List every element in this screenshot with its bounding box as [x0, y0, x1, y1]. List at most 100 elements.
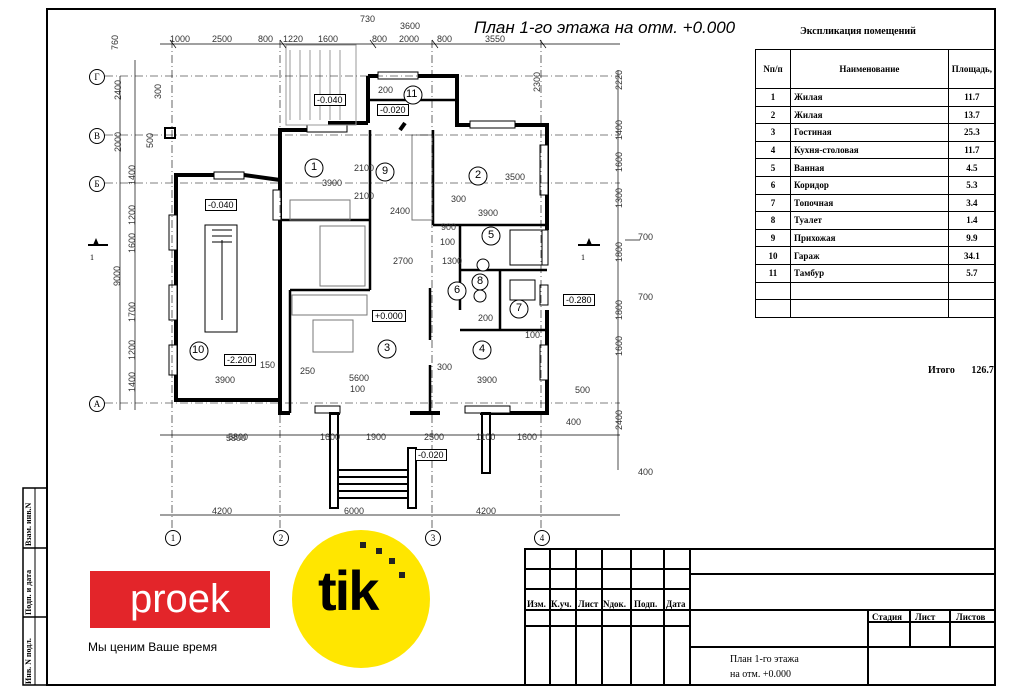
dimension-label: 9000	[112, 265, 122, 286]
tik-logo-text: tik	[318, 559, 379, 622]
dimension-label: 1600	[320, 432, 341, 442]
dimension-label: 2300	[532, 71, 542, 92]
dimension-label: 500	[145, 132, 155, 148]
stamp-sheet: Лист	[915, 612, 936, 622]
level-mark: +0.000	[372, 310, 406, 322]
dimension-label: 3900	[477, 375, 498, 385]
dimension-label: 250	[300, 366, 316, 376]
dimension-label: 5800	[226, 433, 247, 443]
level-mark: -0.280	[563, 294, 595, 306]
dimension-label: 700	[638, 292, 654, 302]
stamp-col-list: Лист	[578, 599, 599, 609]
axis-a: А	[89, 396, 105, 412]
dimension-label: 5600	[349, 373, 370, 383]
cell-area: 25.3	[947, 123, 997, 142]
cell-name: Ванная	[790, 158, 949, 177]
sheet-title-line1: План 1-го этажа	[730, 654, 799, 665]
level-mark: -2.200	[224, 354, 256, 366]
room-11-label: 11	[406, 88, 418, 100]
dimension-label: 300	[437, 362, 453, 372]
explication-title: Экспликация помещений	[800, 26, 916, 37]
stamp-col-kuch: К.уч.	[551, 599, 572, 609]
dimension-label: 3900	[322, 178, 343, 188]
total-row: Итого 126.7	[928, 365, 994, 376]
stamp-stage: Стадия	[872, 612, 903, 622]
axis-1: 1	[165, 530, 181, 546]
side-label-sign: Подп. и дата	[24, 569, 33, 615]
total-value: 126.7	[971, 365, 994, 376]
dimension-label: 3900	[215, 375, 236, 385]
dimension-label: 730	[360, 14, 376, 24]
room-2-label: 2	[475, 169, 482, 181]
sheet-frame	[46, 8, 996, 686]
sheet-title: План 1-го этажа на отм. +0.000	[730, 652, 799, 682]
title-block	[524, 548, 996, 686]
dimension-label: 800	[437, 34, 453, 44]
dimension-label: 1900	[366, 432, 387, 442]
cell-num: 1	[755, 88, 791, 107]
dimension-label: 1400	[614, 119, 624, 140]
axis-g: Г	[89, 69, 105, 85]
stamp-sheets: Листов	[956, 612, 986, 622]
cell-area: 4.5	[947, 158, 997, 177]
dimension-label: 150	[260, 360, 276, 370]
col-name: Наименование	[790, 49, 949, 89]
dimension-label: 1200	[127, 339, 137, 360]
dimension-label: 2400	[390, 206, 411, 216]
room-9-label: 9	[382, 165, 389, 177]
cell-num: 3	[755, 123, 791, 142]
dimension-label: 4200	[476, 506, 497, 516]
room-1-label: 1	[311, 161, 318, 173]
axis-2: 2	[273, 530, 289, 546]
cell-num: 8	[755, 211, 791, 230]
cell-name: Топочная	[790, 193, 949, 213]
dimension-label: 100	[525, 330, 541, 340]
dimension-label: 2000	[399, 34, 420, 44]
dimension-label: 400	[566, 417, 582, 427]
cell-name: Коридор	[790, 175, 949, 195]
level-mark: -0.020	[377, 104, 409, 116]
cell-name: Прихожая	[790, 228, 949, 248]
room-8-label: 8	[477, 275, 484, 287]
cell-area: 13.7	[947, 105, 997, 125]
section-mark-left: 1	[90, 253, 94, 262]
dimension-label: 1800	[614, 241, 624, 262]
dimension-label: 300	[451, 194, 467, 204]
dimension-label: 200	[378, 85, 394, 95]
cell-name: Туалет	[790, 211, 949, 230]
dimension-label: 800	[258, 34, 274, 44]
proek-logo-text: proek	[129, 577, 231, 621]
axis-4: 4	[534, 530, 550, 546]
dimension-label: 2400	[113, 79, 123, 100]
cell-name: Гараж	[790, 246, 949, 265]
dimension-label: 2500	[424, 432, 445, 442]
cell-num: 6	[755, 175, 791, 195]
cell-name: Тамбур	[790, 263, 949, 283]
stamp-col-izm: Изм.	[527, 599, 546, 609]
cell-num: 7	[755, 193, 791, 213]
dimension-label: 200	[478, 313, 494, 323]
dimension-label: 400	[638, 467, 654, 477]
dimension-label: 1600	[127, 232, 137, 253]
cell-num: 10	[755, 246, 791, 265]
col-num: Nп/п	[755, 49, 791, 89]
cell-name: Гостиная	[790, 123, 949, 142]
room-10-label: 10	[192, 344, 205, 356]
cell-num: 2	[755, 105, 791, 125]
stamp-col-data: Дата	[666, 599, 686, 609]
dimension-label: 1600	[614, 335, 624, 356]
dimension-label: 1400	[127, 371, 137, 392]
axis-v: В	[89, 128, 105, 144]
cell-area: 34.1	[947, 246, 997, 265]
dimension-label: 2220	[614, 69, 624, 90]
room-6-label: 6	[454, 284, 461, 296]
dimension-label: 2000	[113, 131, 123, 152]
